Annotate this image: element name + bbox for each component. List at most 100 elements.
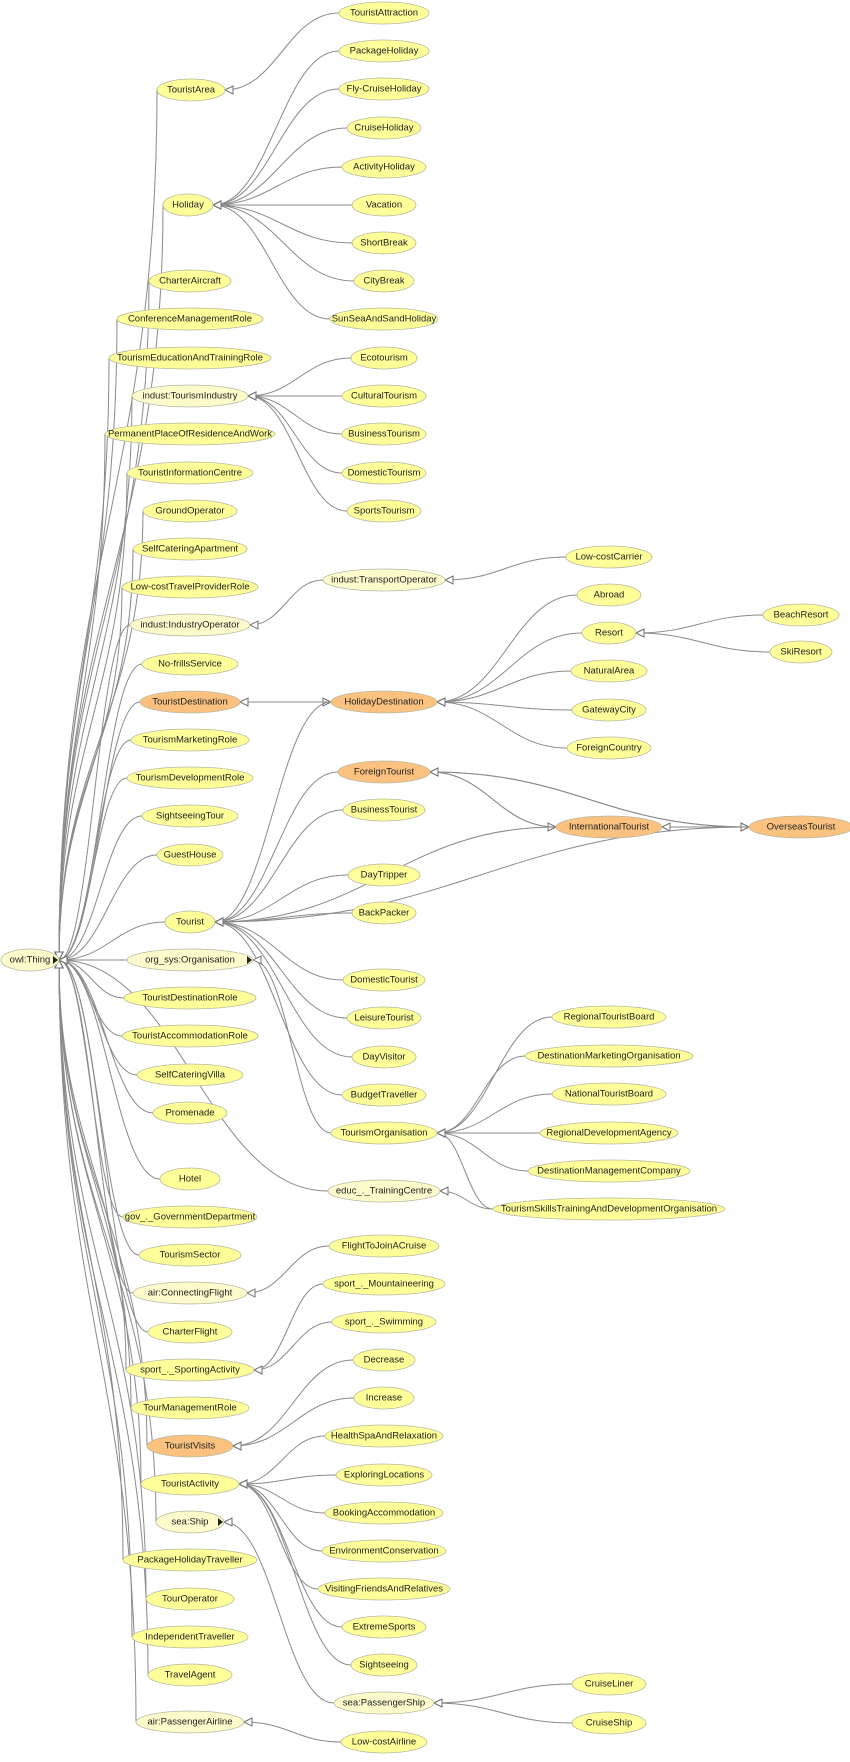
class-node-n69[interactable]: gov_._GovernmentDepartment [122, 1205, 258, 1229]
class-node-n64[interactable]: RegionalDevelopmentAgency [539, 1121, 679, 1145]
class-node-n87[interactable]: PackageHolidayTraveller [122, 1548, 258, 1572]
class-node-n15[interactable]: Ecotourism [350, 346, 418, 370]
class-node-n97[interactable]: air:PassengerAirline [135, 1710, 245, 1734]
class-node-n62[interactable]: Promenade [152, 1101, 228, 1125]
class-node-n40[interactable]: ForeignTourist [337, 760, 431, 784]
class-node-n77[interactable]: sport_._SportingActivity [125, 1358, 255, 1382]
class-node-n96[interactable]: CruiseShip [571, 1711, 647, 1735]
class-node-n61[interactable]: NationalTouristBoard [551, 1082, 667, 1106]
class-node-n11[interactable]: CityBreak [353, 269, 415, 293]
class-node-n78[interactable]: Increase [353, 1386, 415, 1410]
class-node-n91[interactable]: IndependentTraveller [131, 1625, 249, 1649]
class-node-n17[interactable]: CulturalTourism [341, 384, 427, 408]
class-node-n34[interactable]: NaturalArea [570, 659, 648, 683]
class-node-n20[interactable]: TouristInformationCentre [126, 461, 254, 485]
class-node-n92[interactable]: Sightseeing [350, 1653, 418, 1677]
class-node-n7[interactable]: Holiday [162, 193, 214, 217]
class-node-n80[interactable]: HealthSpaAndRelaxation [324, 1424, 444, 1448]
expand-triangle-icon[interactable] [247, 956, 252, 964]
class-node-n73[interactable]: air:ConnectingFlight [132, 1281, 248, 1305]
class-node-n81[interactable]: TouristVisits [146, 1434, 234, 1458]
class-node-n57[interactable]: DayVisitor [351, 1045, 417, 1069]
class-node-n16[interactable]: indust:TourismIndustry [131, 384, 249, 408]
class-node-n86[interactable]: EnvironmentConservation [321, 1539, 447, 1563]
class-node-n21[interactable]: DomesticTourism [341, 461, 427, 485]
class-node-n1[interactable]: TouristAttraction [338, 1, 430, 25]
class-node-n5[interactable]: CruiseHoliday [346, 116, 422, 140]
class-node-n36[interactable]: HolidayDestination [330, 690, 438, 714]
class-node-n3[interactable]: PackageHoliday [338, 39, 430, 63]
class-node-n28[interactable]: Abroad [576, 583, 642, 607]
class-node-n10[interactable]: CharterAircraft [148, 269, 232, 293]
class-node-n65[interactable]: DestinationManagementCompany [527, 1159, 691, 1183]
class-node-n24[interactable]: SelfCateringApartment [132, 537, 248, 561]
class-node-n52[interactable]: DomesticTourist [342, 968, 426, 992]
class-node-n25[interactable]: Low-costCarrier [565, 545, 653, 569]
class-node-n72[interactable]: sport_._Mountaineering [322, 1272, 446, 1296]
class-node-n79[interactable]: TourManagementRole [130, 1396, 250, 1420]
class-node-n18[interactable]: PermanentPlaceOfResidenceAndWork [104, 422, 276, 446]
class-node-n26[interactable]: indust:TransportOperator [322, 568, 446, 592]
class-node-n76[interactable]: Decrease [352, 1348, 416, 1372]
class-node-n32[interactable]: No-frillsService [141, 652, 239, 676]
class-node-n14[interactable]: TourismEducationAndTrainingRole [108, 346, 272, 370]
class-node-n46[interactable]: GuestHouse [156, 843, 224, 867]
class-node-n50[interactable]: owl:Thing [0, 948, 60, 972]
class-node-n74[interactable]: sport_._Swimming [331, 1310, 437, 1334]
class-node-n84[interactable]: BookingAccommodation [324, 1501, 444, 1525]
class-node-n48[interactable]: BackPacker [351, 901, 417, 925]
class-node-n89[interactable]: TourOperator [145, 1587, 235, 1611]
class-node-n6[interactable]: ActivityHoliday [341, 155, 427, 179]
class-node-n30[interactable]: BeachResort [762, 603, 840, 627]
class-node-n22[interactable]: GroundOperator [142, 499, 238, 523]
class-node-n98[interactable]: Low-costAirline [340, 1730, 428, 1754]
class-node-n85[interactable]: sea:Ship [155, 1510, 225, 1534]
class-node-n75[interactable]: CharterFlight [147, 1320, 233, 1344]
class-node-n51[interactable]: org_sys:Organisation [126, 948, 254, 972]
class-node-n47[interactable]: DayTripper [347, 863, 421, 887]
class-node-n90[interactable]: ExtremeSports [341, 1615, 427, 1639]
class-node-n37[interactable]: GatewayCity [571, 698, 647, 722]
class-node-n2[interactable]: TouristArea [156, 78, 226, 102]
class-node-n42[interactable]: BusinessTourist [342, 798, 426, 822]
class-node-n93[interactable]: TravelAgent [147, 1663, 233, 1687]
class-node-n41[interactable]: TourismDevelopmentRole [126, 766, 254, 790]
class-node-n55[interactable]: RegionalTouristBoard [551, 1005, 667, 1029]
expand-triangle-icon[interactable] [53, 956, 58, 964]
class-node-n83[interactable]: TouristActivity [140, 1472, 240, 1496]
class-node-n13[interactable]: SunSeaAndSandHoliday [329, 307, 439, 331]
class-node-n23[interactable]: SportsTourism [346, 499, 422, 523]
class-node-n66[interactable]: Hotel [159, 1167, 221, 1191]
class-node-n31[interactable]: Resort [581, 621, 637, 645]
expand-triangle-icon[interactable] [218, 1518, 223, 1526]
class-node-n35[interactable]: TouristDestination [139, 690, 241, 714]
class-node-n39[interactable]: ForeignCountry [566, 736, 652, 760]
class-node-n33[interactable]: SkiResort [769, 640, 833, 664]
class-node-n54[interactable]: LeisureTourist [346, 1006, 422, 1030]
class-node-n88[interactable]: VisitingFriendsAndRelatives [317, 1577, 451, 1601]
class-node-n70[interactable]: FlightToJoinACruise [328, 1234, 440, 1258]
class-node-n58[interactable]: DestinationMarketingOrganisation [524, 1044, 694, 1068]
class-node-n60[interactable]: BudgetTraveller [341, 1083, 427, 1107]
class-node-n38[interactable]: TourismMarketingRole [130, 728, 250, 752]
class-node-n49[interactable]: Tourist [164, 910, 216, 934]
class-node-n44[interactable]: InternationalTourist [555, 815, 663, 839]
class-node-n9[interactable]: ShortBreak [351, 231, 417, 255]
class-node-n53[interactable]: TouristDestinationRole [123, 986, 257, 1010]
class-node-n67[interactable]: educ_._TrainingCentre [327, 1179, 441, 1203]
class-node-n12[interactable]: ConferenceManagementRole [116, 307, 264, 331]
class-node-n82[interactable]: ExploringLocations [335, 1463, 433, 1487]
class-node-n59[interactable]: SelfCateringVilla [136, 1063, 244, 1087]
class-node-n45[interactable]: OverseasTourist [748, 815, 850, 839]
class-node-n29[interactable]: indust:IndustryOperator [129, 613, 251, 637]
class-node-n43[interactable]: SightseeingTour [141, 804, 239, 828]
class-node-n95[interactable]: sea:PassengerShip [333, 1691, 435, 1715]
class-node-n27[interactable]: Low-costTravelProviderRole [121, 575, 259, 599]
class-node-n8[interactable]: Vacation [351, 193, 417, 217]
class-node-n19[interactable]: BusinessTourism [341, 422, 427, 446]
class-node-n94[interactable]: CruiseLiner [571, 1672, 647, 1696]
class-node-n63[interactable]: TourismOrganisation [330, 1121, 438, 1145]
class-node-n68[interactable]: TourismSkillsTrainingAndDevelopmentOrgan… [492, 1197, 726, 1221]
class-node-n4[interactable]: Fly-CruiseHoliday [338, 77, 430, 101]
class-node-n71[interactable]: TourismSector [138, 1243, 242, 1267]
